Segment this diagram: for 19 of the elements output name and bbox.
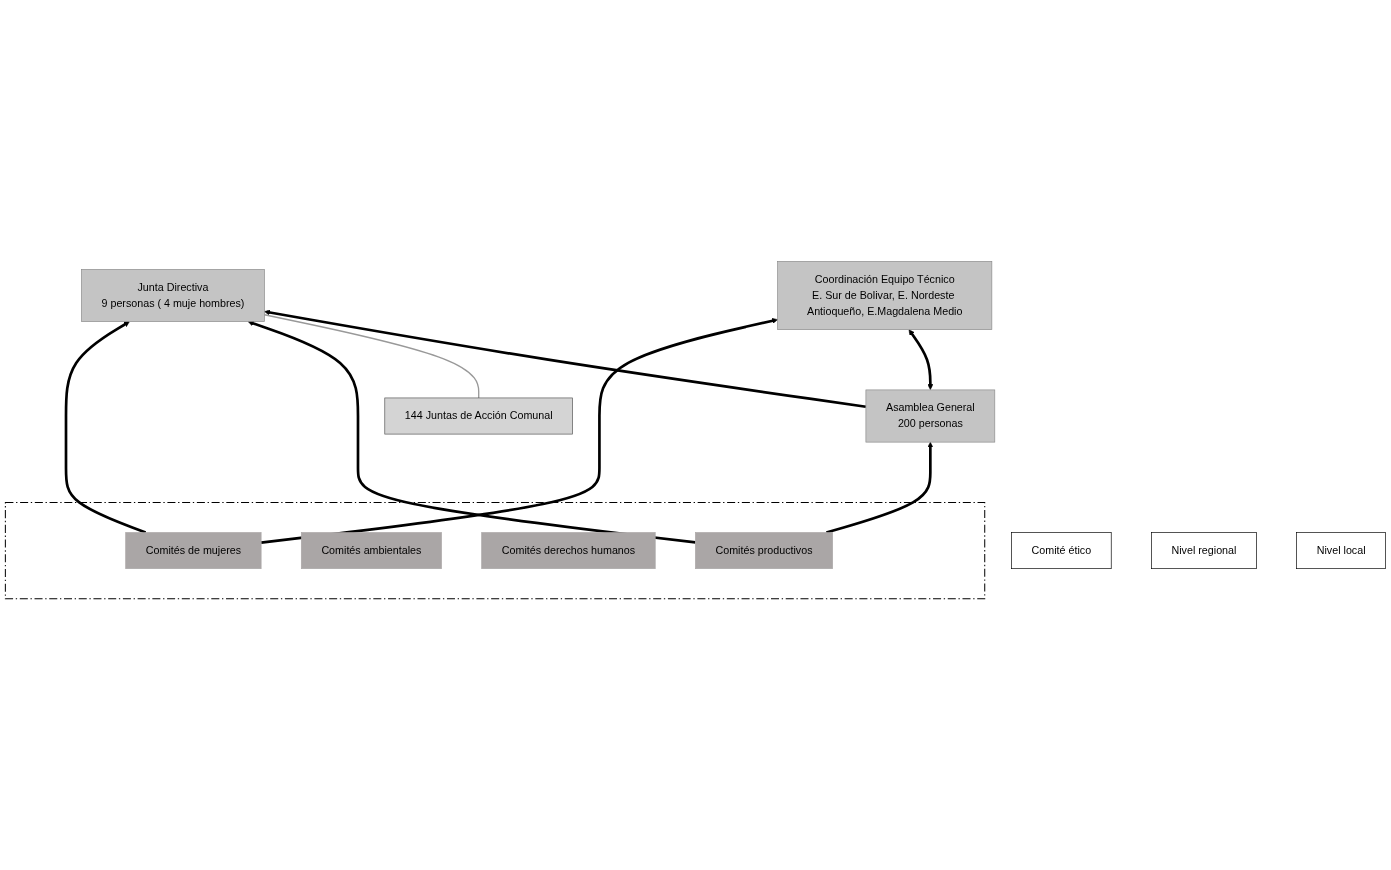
node-box: Nivel regional <box>1151 532 1257 569</box>
connector <box>263 314 480 399</box>
node-box: Coordinación Equipo Técnico E. Sur de Bolivar, E. Nordeste Antioqueño, E.Magdalena Medio <box>777 260 993 330</box>
arrow <box>826 441 934 534</box>
node-box: Comités ambientales <box>300 532 442 569</box>
node-box: Comités de mujeres <box>125 532 262 569</box>
node-box: Comités derechos humanos <box>481 532 656 569</box>
arrow <box>264 309 867 408</box>
node-box: Asamblea General 200 personas <box>865 389 996 443</box>
node-box: Comité ético <box>1011 532 1112 569</box>
arrow <box>247 320 696 544</box>
node-box: Nivel local <box>1296 532 1386 569</box>
node-box: 144 Juntas de Acción Comunal <box>384 397 573 435</box>
node-box: Junta Directiva 9 personas ( 4 muje hombres) <box>81 268 265 322</box>
arrow <box>64 321 147 534</box>
cluster <box>4 501 986 600</box>
node-box: Comités productivos <box>695 532 833 569</box>
arrow <box>908 329 934 390</box>
arrow <box>260 317 778 544</box>
